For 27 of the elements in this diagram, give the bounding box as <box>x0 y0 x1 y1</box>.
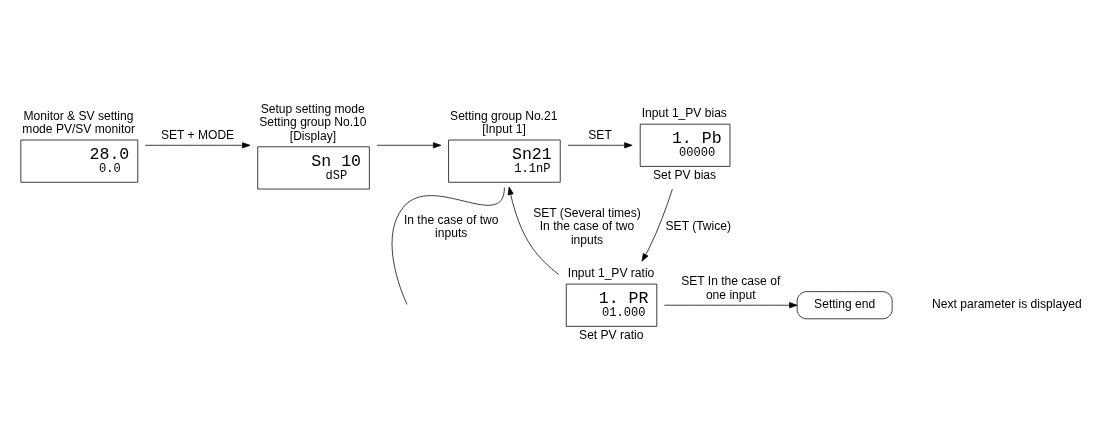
arrow <box>664 302 798 309</box>
node-box: 1. Pb 00000 <box>639 123 731 167</box>
connector <box>391 187 505 305</box>
arrow <box>507 186 559 275</box>
node-box: 1. PR 01.000 <box>565 283 658 327</box>
node-box: Sn21 1.1nP <box>448 139 561 183</box>
node-label: Set PV ratio <box>579 328 644 343</box>
edge-label: SET <box>588 128 612 143</box>
arrow <box>641 188 673 262</box>
label: Next parameter is displayed <box>932 297 1082 312</box>
arrow <box>567 142 633 149</box>
arrow <box>144 142 251 149</box>
node-label: Input 1_PV ratio <box>567 266 655 281</box>
node-label: Set PV bias <box>653 168 717 183</box>
arrow <box>376 142 442 149</box>
edge-label: SET (Several times) In the case of two inputs <box>533 205 641 247</box>
edge-label: SET (Twice) <box>665 219 732 234</box>
node-box: 28.0 0.0 <box>20 139 139 183</box>
node-box: Sn 10 dSP <box>257 146 370 190</box>
node-label: Setting group No.21 [Input 1] <box>450 108 558 137</box>
edge-label: SET + MODE <box>160 128 235 143</box>
node-label: Input 1_PV bias <box>641 106 727 121</box>
node-label: Monitor & SV setting mode PV/SV monitor <box>22 108 135 137</box>
edge-label: In the case of two inputs <box>403 212 499 241</box>
edge-label: SET In the case of one input <box>681 274 781 303</box>
node-label: Setup setting mode Setting group No.10 [Display] <box>259 101 367 143</box>
node-box: Setting end <box>796 291 893 320</box>
